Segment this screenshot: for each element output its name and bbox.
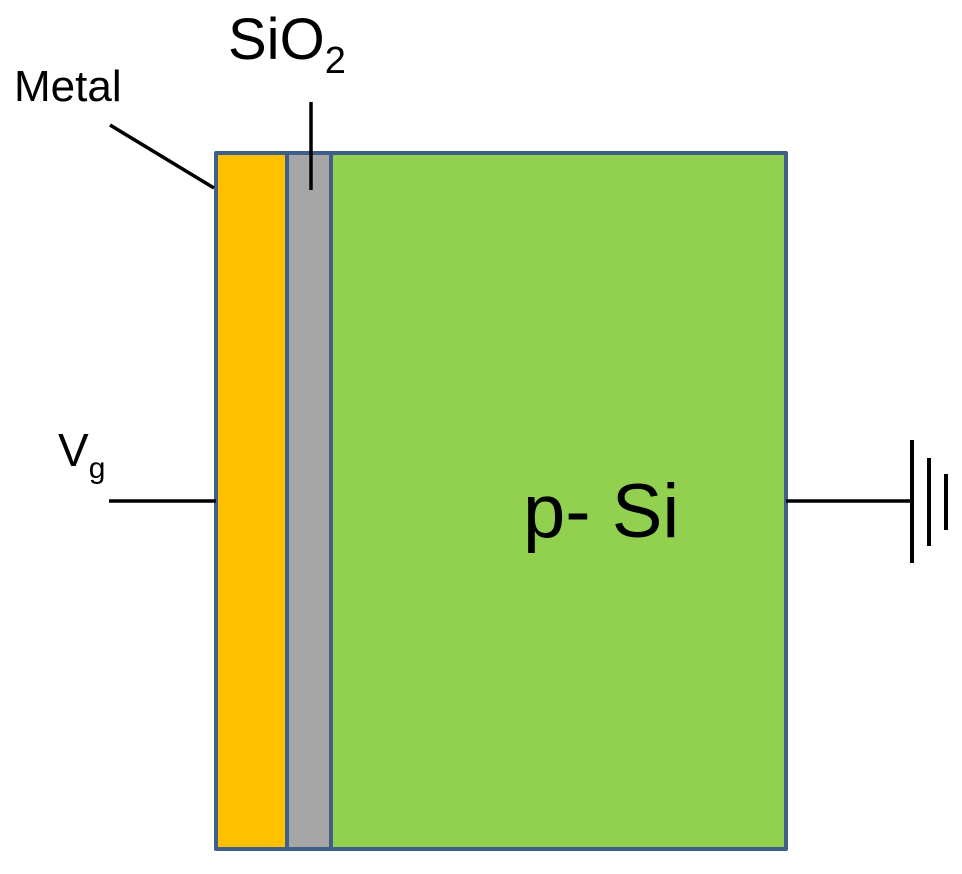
metal-layer (214, 151, 289, 851)
oxide-label-subscript: 2 (325, 40, 346, 82)
metal-label: Metal (14, 62, 122, 111)
ground-symbol-icon (910, 440, 948, 563)
gate-voltage-base: V (58, 424, 89, 476)
oxide-layer (285, 151, 333, 851)
substrate-label: p- Si (523, 469, 679, 554)
gate-voltage-label: Vg (58, 424, 105, 485)
substrate-layer (329, 151, 788, 851)
gate-voltage-subscript: g (89, 452, 106, 485)
metal-leader-line (109, 123, 215, 190)
oxide-label: SiO2 (228, 7, 346, 82)
oxide-label-base: SiO (228, 7, 325, 72)
